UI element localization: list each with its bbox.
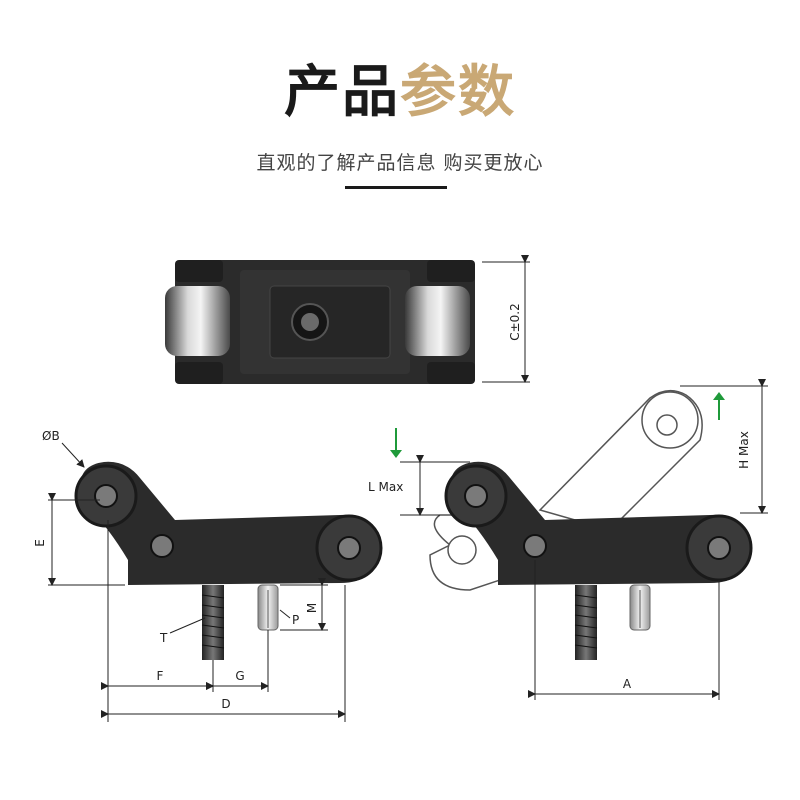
label-h: H Max (737, 431, 751, 469)
label-f: F (157, 669, 164, 683)
side-view-left: E ØB T P M F G D (33, 429, 383, 722)
down-arrow-icon (390, 450, 402, 458)
label-b: ØB (42, 429, 60, 443)
label-m: M (305, 603, 319, 613)
title-divider (345, 186, 447, 189)
label-e: E (33, 539, 47, 547)
title-primary: 产品 (284, 60, 400, 125)
page-title: 产品参数 (0, 58, 800, 128)
label-c: C±0.2 (508, 303, 522, 341)
page-subtitle: 直观的了解产品信息 购买更放心 (256, 152, 544, 174)
side-view-right: L Max H Max A (368, 379, 768, 700)
label-g: G (235, 669, 244, 683)
up-arrow-icon (713, 392, 725, 400)
title-accent: 参数 (400, 60, 516, 125)
label-p: P (292, 613, 299, 627)
label-t: T (159, 631, 168, 645)
label-l: L Max (368, 480, 403, 494)
top-view: C±0.2 (165, 255, 530, 384)
label-d: D (221, 697, 230, 711)
label-a: A (623, 677, 632, 691)
